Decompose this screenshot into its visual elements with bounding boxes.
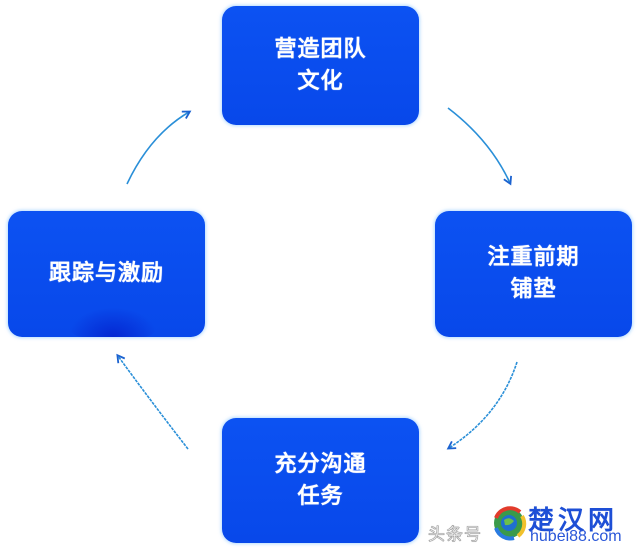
node-label-line-1: 充分沟通 — [274, 451, 367, 477]
node-label-line-2: 铺垫 — [510, 277, 557, 302]
arrow-right-to-bottom — [446, 361, 518, 450]
node-communicate-tasks: 充分沟通 任务 — [222, 418, 419, 543]
watermark-brand: 楚汉网 — [528, 506, 619, 536]
watermark: 头条号 楚汉网 hubei88.com — [428, 506, 622, 546]
node-glow-decoration — [68, 307, 158, 337]
node-label-line-1: 注重前期 — [487, 245, 580, 270]
node-label-line-1: 营造团队 — [274, 36, 367, 62]
node-label-line-1: 跟踪与激励 — [48, 261, 164, 286]
node-build-team-culture: 营造团队 文化 — [222, 6, 419, 125]
globe-logo-icon — [494, 506, 527, 541]
node-label-line-2: 文化 — [297, 68, 344, 94]
arrow-left-to-top — [126, 110, 192, 185]
arrow-bottom-to-left — [116, 353, 189, 450]
watermark-domain: hubei88.com — [530, 528, 622, 545]
watermark-toutiao-text: 头条号 — [428, 525, 482, 546]
arrow-top-to-right — [447, 107, 512, 186]
node-track-and-motivate: 跟踪与激励 — [8, 211, 205, 337]
node-label-line-2: 任务 — [297, 483, 344, 509]
node-early-groundwork: 注重前期 铺垫 — [435, 211, 632, 337]
